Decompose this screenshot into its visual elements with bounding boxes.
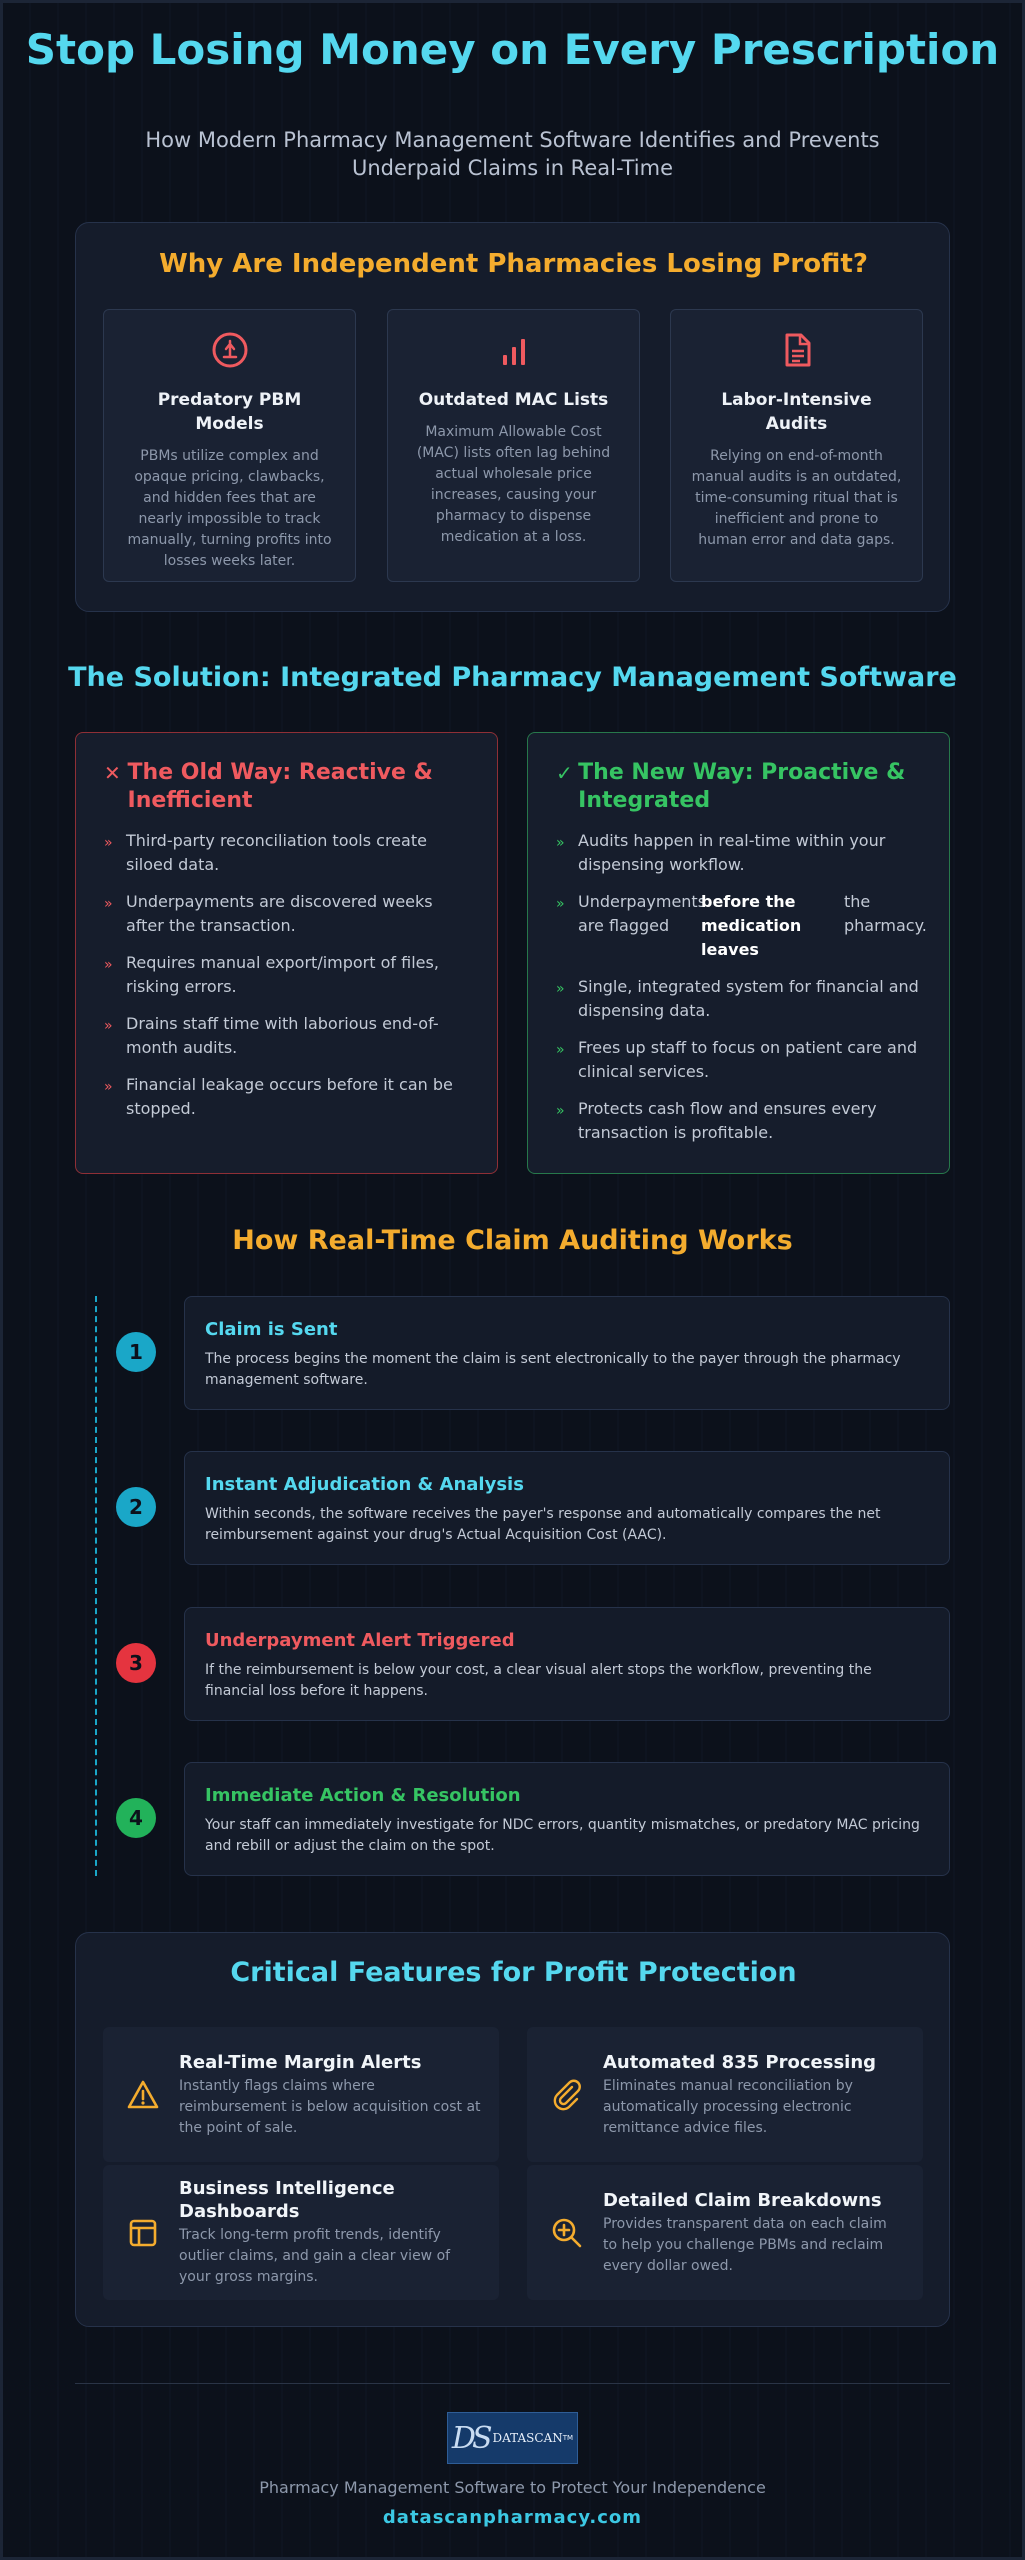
feature-835-processing: Automated 835 Processing Eliminates manu… [527, 2027, 923, 2162]
chevron-bullet-icon: » [556, 1103, 565, 1119]
step-number-2: 2 [116, 1487, 156, 1527]
document-icon [689, 330, 904, 370]
step-number-1: 1 [116, 1332, 156, 1372]
chevron-bullet-icon: » [556, 835, 565, 851]
footer-divider [75, 2383, 950, 2384]
old-way-title: The Old Way: Reactive & Inefficient [127, 760, 433, 813]
how-title: How Real-Time Claim Auditing Works [232, 1225, 793, 1256]
step-title: Immediate Action & Resolution [205, 1785, 521, 1806]
problem-card-audits: Labor-Intensive Audits Relying on end-of… [670, 309, 923, 582]
feature-text: Eliminates manual reconciliation by auto… [603, 2077, 853, 2136]
feature-title: Detailed Claim Breakdowns [603, 2189, 882, 2211]
problem-card-text: Maximum Allowable Cost (MAC) lists often… [416, 424, 611, 545]
step-card-1: Claim is Sent The process begins the mom… [184, 1296, 950, 1410]
feature-title: Automated 835 Processing [603, 2051, 877, 2073]
feature-title: Business Intelligence Dashboards [179, 2178, 395, 2222]
page-title: Stop Losing Money on Every Prescription [25, 25, 1000, 74]
problem-title: Why Are Independent Pharmacies Losing Pr… [159, 249, 868, 279]
old-way-list: »Third-party reconciliation tools create… [104, 829, 471, 1121]
magnify-plus-icon [545, 2216, 589, 2250]
step-text: The process begins the moment the claim … [205, 1351, 901, 1388]
datascan-logo[interactable]: DS DATASCAN TM [447, 2412, 578, 2464]
old-way-card: ✕ The Old Way: Reactive & Inefficient »T… [75, 732, 498, 1174]
check-mark-icon: ✓ [556, 761, 573, 785]
logo-trademark: TM [562, 2434, 574, 2442]
list-item: »Financial leakage occurs before it can … [104, 1073, 471, 1121]
features-section: Critical Features for Profit Protection … [75, 1932, 950, 2327]
step-card-4: Immediate Action & Resolution Your staff… [184, 1762, 950, 1876]
step-number-3: 3 [116, 1643, 156, 1683]
new-way-list: »Audits happen in real-time within your … [556, 829, 927, 1145]
step-title: Claim is Sent [205, 1319, 338, 1340]
problem-card-mac: Outdated MAC Lists Maximum Allowable Cos… [387, 309, 640, 582]
feature-text: Track long-term profit trends, identify … [179, 2227, 451, 2285]
feature-title: Real-Time Margin Alerts [179, 2051, 422, 2073]
step-title: Instant Adjudication & Analysis [205, 1474, 524, 1495]
list-item: »Drains staff time with laborious end-of… [104, 1012, 471, 1060]
step-card-3: Underpayment Alert Triggered If the reim… [184, 1607, 950, 1721]
list-item: »Frees up staff to focus on patient care… [556, 1036, 923, 1084]
problem-card-title: Outdated MAC Lists [418, 390, 609, 410]
logo-wordmark: DATASCAN [492, 2431, 563, 2445]
chevron-bullet-icon: » [104, 835, 113, 851]
new-way-card: ✓ The New Way: Proactive & Integrated »A… [527, 732, 950, 1174]
step-text: Within seconds, the software receives th… [205, 1506, 881, 1543]
step-number-4: 4 [116, 1798, 156, 1838]
list-item: »Third-party reconciliation tools create… [104, 829, 471, 877]
footer-tagline: Pharmacy Management Software to Protect … [259, 2478, 766, 2497]
list-item: »Single, integrated system for financial… [556, 975, 923, 1023]
problem-card-title: Predatory PBM Models [157, 390, 302, 434]
chevron-bullet-icon: » [104, 896, 113, 912]
problem-card-text: Relying on end-of-month manual audits is… [691, 448, 902, 548]
problem-card-text: PBMs utilize complex and opaque pricing,… [127, 448, 332, 569]
list-item: »Audits happen in real-time within your … [556, 829, 923, 877]
chevron-bullet-icon: » [104, 1079, 113, 1095]
warning-icon [121, 2078, 165, 2112]
chevron-bullet-icon: » [104, 1018, 113, 1034]
feature-claim-breakdowns: Detailed Claim Breakdowns Provides trans… [527, 2165, 923, 2300]
chevron-bullet-icon: » [104, 957, 113, 973]
step-text: If the reimbursement is below your cost,… [205, 1662, 872, 1699]
problem-section: Why Are Independent Pharmacies Losing Pr… [75, 222, 950, 612]
chevron-bullet-icon: » [556, 896, 565, 912]
step-card-2: Instant Adjudication & Analysis Within s… [184, 1451, 950, 1565]
problem-card-pbm: Predatory PBM Models PBMs utilize comple… [103, 309, 356, 582]
list-item: »Underpayments are discovered weeks afte… [104, 890, 471, 938]
new-way-title: The New Way: Proactive & Integrated [578, 760, 906, 813]
feature-bi-dashboards: Business Intelligence Dashboards Track l… [103, 2165, 499, 2300]
list-item: »Protects cash flow and ensures every tr… [556, 1097, 923, 1145]
timeline-line [95, 1296, 97, 1876]
step-title: Underpayment Alert Triggered [205, 1630, 515, 1651]
logo-monogram: DS [451, 2420, 493, 2456]
feature-text: Instantly flags claims where reimburseme… [179, 2077, 481, 2136]
list-item: »Requires manual export/import of files,… [104, 951, 471, 999]
scale-icon [122, 330, 337, 370]
x-mark-icon: ✕ [104, 761, 121, 785]
emphasis-text: before the medication leaves [701, 892, 802, 959]
step-text: Your staff can immediately investigate f… [205, 1817, 920, 1854]
dashboard-icon [121, 2216, 165, 2250]
chevron-bullet-icon: » [556, 1042, 565, 1058]
list-item: » Underpayments are flagged before the m… [556, 890, 927, 962]
solution-title: The Solution: Integrated Pharmacy Manage… [68, 662, 957, 693]
paperclip-icon [545, 2078, 589, 2112]
bar-chart-icon [406, 330, 621, 370]
problem-card-title: Labor-Intensive Audits [721, 390, 872, 434]
chevron-bullet-icon: » [556, 981, 565, 997]
features-title: Critical Features for Profit Protection [230, 1957, 797, 1988]
footer-website-link[interactable]: datascanpharmacy.com [382, 2507, 643, 2528]
page-subtitle: How Modern Pharmacy Management Software … [145, 128, 880, 180]
feature-margin-alerts: Real-Time Margin Alerts Instantly flags … [103, 2027, 499, 2162]
feature-text: Provides transparent data on each claim … [603, 2215, 887, 2274]
